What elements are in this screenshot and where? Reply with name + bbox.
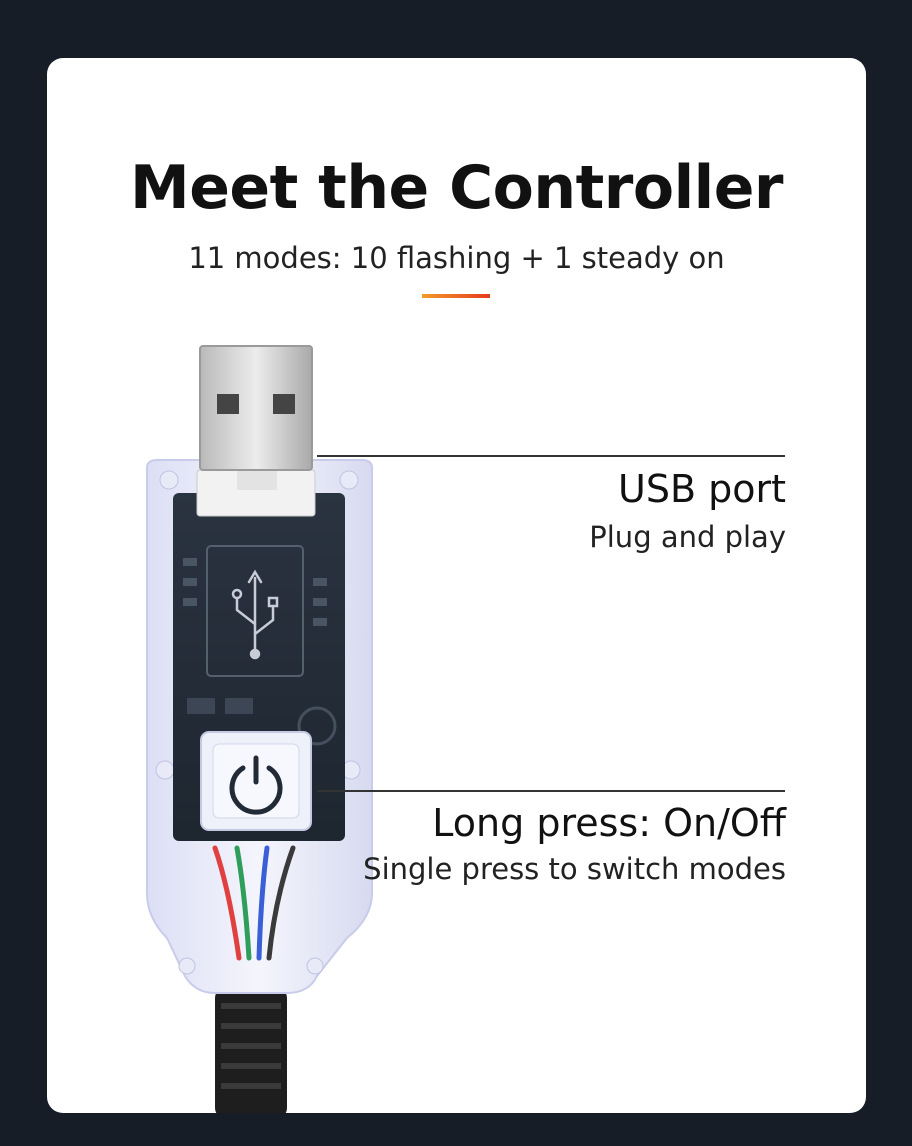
product-card: Meet the Controller 11 modes: 10 flashin…: [47, 58, 866, 1113]
usb-port-callout-line: [317, 455, 785, 457]
wires: [212, 845, 296, 961]
power-button-callout-line: [317, 790, 785, 792]
accent-divider: [422, 294, 490, 298]
usb-plug: [199, 345, 313, 471]
usb-port-description: Plug and play: [589, 520, 786, 554]
power-icon: [229, 755, 283, 815]
page-subtitle: 11 modes: 10 flashing + 1 steady on: [188, 241, 725, 275]
power-button-description: Single press to switch modes: [363, 852, 786, 886]
controller-illustration: [146, 345, 373, 1113]
cable: [215, 988, 287, 1113]
power-button-title: Long press: On/Off: [432, 801, 786, 845]
usb-symbol-icon: [231, 569, 279, 660]
page-title: Meet the Controller: [129, 153, 784, 223]
power-button: [200, 731, 312, 831]
usb-port-title: USB port: [618, 467, 786, 511]
